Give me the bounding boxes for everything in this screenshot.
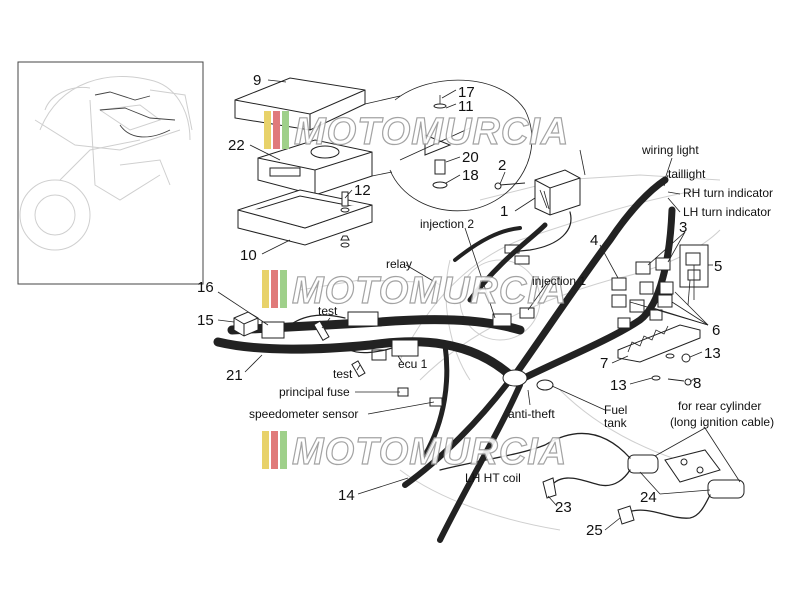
- callout-14: 14: [338, 487, 355, 504]
- label-relay: relay: [386, 257, 412, 271]
- watermark-stripe-1: [262, 270, 269, 308]
- watermark-stripe-1: [262, 431, 269, 469]
- watermark-stripe-2: [273, 111, 280, 149]
- callout-1: 1: [500, 203, 508, 220]
- callout-13-upper: 13: [704, 345, 721, 362]
- callout-4: 4: [590, 232, 598, 249]
- label-ecu-1: ecu 1: [398, 357, 428, 371]
- callout-3: 3: [679, 219, 687, 236]
- callout-17: 17: [458, 84, 475, 101]
- label-principal-fuse: principal fuse: [279, 385, 350, 399]
- callout-8: 8: [693, 375, 701, 392]
- label-test-bottom: test: [333, 367, 353, 381]
- label-taillight: taillight: [668, 167, 706, 181]
- watermark: MOTOMURCIA MOTOMURCIA MOTOMURCIA: [262, 110, 569, 474]
- callout-11: 11: [458, 98, 474, 115]
- label-test-top: test: [318, 304, 338, 318]
- watermark-text: MOTOMURCIA: [292, 431, 567, 473]
- callout-numbers: 9 22 10 17 11 12 20 18 2 1 4 3 5 6 7 13 …: [197, 72, 722, 539]
- label-injection-1: injection 1: [532, 274, 586, 288]
- text-labels: wiring light taillight RH turn indicator…: [249, 143, 774, 485]
- label-injection-2: injection 2: [420, 217, 474, 231]
- callout-21: 21: [226, 367, 243, 384]
- callout-13-lower: 13: [610, 377, 627, 394]
- label-speedometer-sensor: speedometer sensor: [249, 407, 358, 421]
- callout-24: 24: [640, 489, 657, 506]
- label-long-ignition-cable: (long ignition cable): [670, 415, 774, 429]
- relay-bracket: [617, 324, 701, 363]
- hardware-12: [340, 191, 350, 248]
- watermark-stripe-3: [280, 431, 287, 469]
- label-wiring-light: wiring light: [641, 143, 699, 157]
- label-rh-turn-indicator: RH turn indicator: [683, 186, 773, 200]
- watermark-stripe-2: [271, 270, 278, 308]
- label-rear-cylinder: for rear cylinder: [678, 399, 761, 413]
- callout-20: 20: [462, 149, 479, 166]
- watermark-stripe-3: [282, 111, 289, 149]
- callout-25: 25: [586, 522, 603, 539]
- callout-12: 12: [354, 182, 371, 199]
- motorcycle-inset: [17, 61, 204, 285]
- leader-lines: [217, 79, 741, 531]
- ignition-coils: [439, 432, 745, 525]
- callout-10: 10: [240, 247, 257, 264]
- callout-5: 5: [714, 258, 722, 275]
- main-harness: [213, 176, 676, 543]
- hardware-8-13: [651, 353, 692, 386]
- ecu-connectors: [261, 307, 535, 407]
- ecu-housing: [234, 77, 373, 246]
- label-anti-theft: anti-theft: [508, 407, 555, 421]
- label-lh-turn-indicator: LH turn indicator: [683, 205, 771, 219]
- watermark-text: MOTOMURCIA: [294, 111, 569, 153]
- watermark-text: MOTOMURCIA: [292, 270, 567, 312]
- relay-connectors: [611, 244, 709, 329]
- callout-6: 6: [712, 322, 720, 339]
- callout-2: 2: [498, 157, 506, 174]
- regulator: [494, 169, 581, 265]
- callout-22: 22: [228, 137, 245, 154]
- callout-7: 7: [600, 355, 608, 372]
- callout-15: 15: [197, 312, 214, 329]
- callout-18: 18: [462, 167, 479, 184]
- callout-23: 23: [555, 499, 572, 516]
- watermark-stripe-1: [264, 111, 271, 149]
- watermark-stripe-2: [271, 431, 278, 469]
- callout-9: 9: [253, 72, 261, 89]
- callout-16: 16: [197, 279, 214, 296]
- watermark-stripe-3: [280, 270, 287, 308]
- detail-zoom: [364, 79, 533, 212]
- fuse-15: [233, 311, 259, 337]
- label-lh-ht-coil: LH HT coil: [465, 471, 521, 485]
- label-fuel-tank: Fuel tank: [604, 403, 631, 430]
